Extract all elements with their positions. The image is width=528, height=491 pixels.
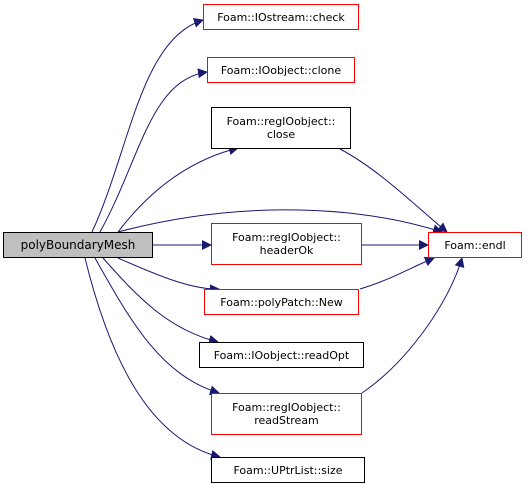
edge-close-to-endl bbox=[339, 148, 448, 233]
edge-root-to-readopt bbox=[102, 257, 219, 345]
edge-root-to-close bbox=[117, 145, 239, 233]
node-regioobject-close[interactable]: Foam::regIOobject:: close bbox=[211, 107, 351, 149]
node-uptrlist-size-label: Foam::UPtrList::size bbox=[233, 463, 343, 477]
node-ioobject-clone-label: Foam::IOobject::clone bbox=[220, 63, 342, 77]
node-polypatch-new-label: Foam::polyPatch::New bbox=[220, 295, 343, 309]
node-ioobject-readopt-label: Foam::IOobject::readOpt bbox=[213, 348, 350, 362]
node-iostream-check-label: Foam::IOstream::check bbox=[217, 10, 345, 24]
edge-root-to-size bbox=[84, 257, 221, 460]
node-ioobject-clone[interactable]: Foam::IOobject::clone bbox=[207, 57, 355, 83]
node-regioobject-headerok[interactable]: Foam::regIOobject:: headerOk bbox=[211, 223, 362, 265]
node-endl[interactable]: Foam::endl bbox=[428, 232, 522, 258]
edge-root-to-check bbox=[91, 17, 204, 233]
node-regioobject-readstream-line2: readStream bbox=[254, 414, 319, 427]
node-regioobject-close-line1: Foam::regIOobject:: bbox=[226, 115, 336, 128]
edge-root-to-readstream bbox=[94, 257, 220, 396]
edge-polypatchnew-to-endl bbox=[359, 256, 435, 290]
node-polyboundarymesh[interactable]: polyBoundaryMesh bbox=[3, 232, 153, 258]
edge-root-to-clone bbox=[99, 68, 208, 233]
node-polypatch-new[interactable]: Foam::polyPatch::New bbox=[204, 289, 359, 315]
node-endl-label: Foam::endl bbox=[444, 238, 506, 252]
node-polyboundarymesh-label: polyBoundaryMesh bbox=[20, 237, 136, 252]
node-uptrlist-size[interactable]: Foam::UPtrList::size bbox=[211, 457, 365, 483]
edge-root-to-endl bbox=[117, 209, 443, 235]
node-ioobject-readopt[interactable]: Foam::IOobject::readOpt bbox=[199, 342, 364, 368]
node-regioobject-headerok-line1: Foam::regIOobject:: bbox=[232, 231, 341, 244]
node-regioobject-headerok-line2: headerOk bbox=[259, 244, 314, 257]
node-iostream-check[interactable]: Foam::IOstream::check bbox=[203, 4, 359, 30]
edge-root-to-polypatchnew bbox=[117, 257, 220, 295]
node-regioobject-close-line2: close bbox=[266, 128, 296, 141]
node-regioobject-readstream-line1: Foam::regIOobject:: bbox=[232, 401, 341, 414]
edge-readstream-to-endl bbox=[361, 257, 465, 394]
node-regioobject-readstream[interactable]: Foam::regIOobject:: readStream bbox=[211, 393, 362, 435]
